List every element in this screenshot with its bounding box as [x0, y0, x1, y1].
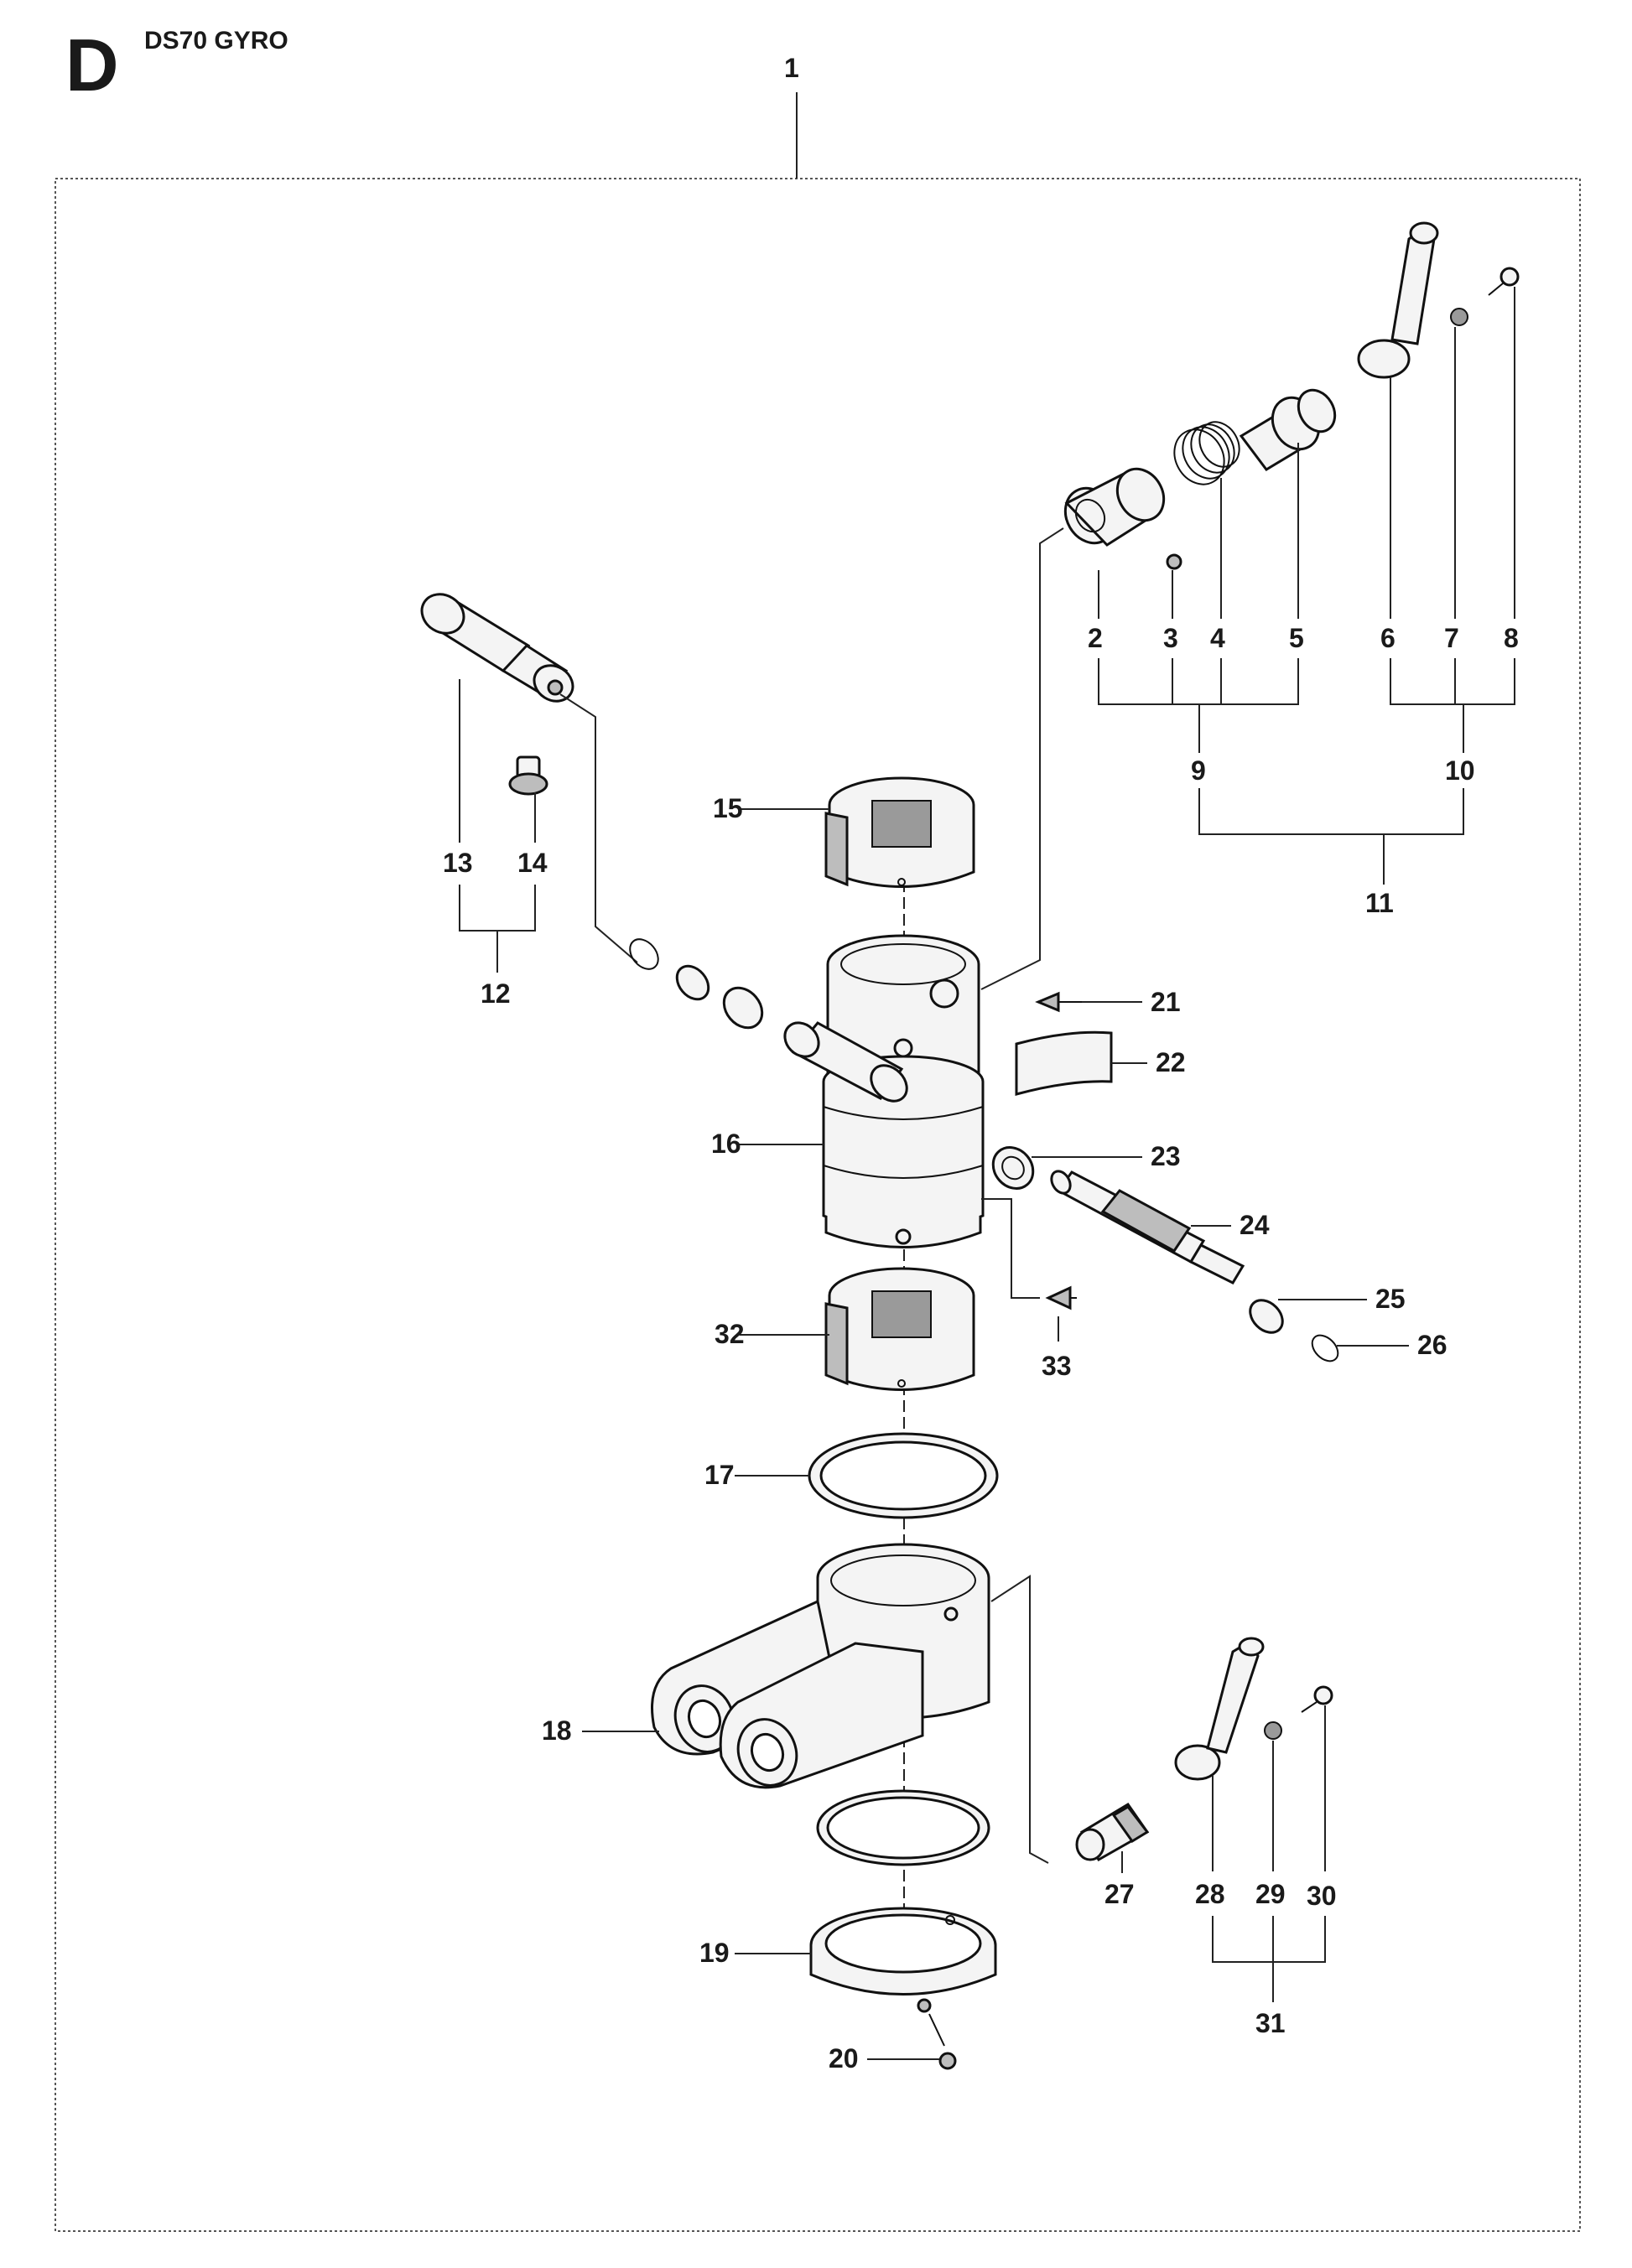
- callout-7: 7: [1444, 623, 1459, 653]
- callout-28: 28: [1195, 1879, 1225, 1909]
- callout-24: 24: [1240, 1210, 1270, 1240]
- callout-30: 30: [1307, 1881, 1337, 1911]
- callout-20: 20: [829, 2043, 859, 2073]
- callout-26: 26: [1417, 1330, 1447, 1360]
- callout-19: 19: [699, 1938, 730, 1968]
- callout-13: 13: [443, 848, 473, 878]
- part-19-collar: [809, 1907, 997, 2013]
- assembly-frame: [55, 178, 1581, 2232]
- part-30-bolt: [1301, 1685, 1333, 1713]
- part-14-plug: [508, 755, 548, 796]
- callout-14: 14: [517, 848, 548, 878]
- part-13-pin: [420, 593, 574, 703]
- callout-4: 4: [1210, 623, 1225, 653]
- callout-31: 31: [1255, 2008, 1286, 2038]
- part-4-spring: [1173, 421, 1240, 485]
- part-23-bushing: [991, 1146, 1035, 1190]
- callout-2: 2: [1088, 623, 1103, 653]
- callout-22: 22: [1156, 1047, 1186, 1077]
- callout-21: 21: [1151, 987, 1181, 1017]
- part-16-column-housing: [783, 934, 985, 1248]
- callout-1: 1: [784, 53, 799, 83]
- part-26-circlip: [1311, 1334, 1339, 1362]
- callout-6: 6: [1380, 623, 1396, 653]
- part-17-ring: [808, 1432, 999, 1519]
- part-3-screw: [1166, 553, 1182, 570]
- callout-8: 8: [1504, 623, 1519, 653]
- part-7-washer: [1450, 308, 1468, 326]
- part-29-washer: [1264, 1721, 1282, 1740]
- callout-25: 25: [1375, 1284, 1406, 1314]
- callout-29: 29: [1255, 1879, 1286, 1909]
- callout-9: 9: [1191, 755, 1206, 786]
- part-6-lever: [1357, 221, 1439, 379]
- part-15-upper-bushing: [824, 776, 975, 888]
- part-27-pin: [1075, 1802, 1150, 1862]
- part-24-pinion-shaft: [1050, 1170, 1245, 1285]
- callout-5: 5: [1289, 623, 1304, 653]
- callout-15: 15: [713, 793, 743, 823]
- section-letter: D: [65, 23, 119, 106]
- part-2-bushing: [1063, 467, 1166, 547]
- callout-27: 27: [1104, 1879, 1135, 1909]
- callout-17: 17: [704, 1460, 735, 1490]
- callout-33: 33: [1042, 1351, 1072, 1381]
- part-25-washer: [1249, 1299, 1284, 1334]
- callout-11: 11: [1365, 888, 1394, 918]
- diagram-title: DS70 GYRO: [144, 27, 288, 54]
- callout-3: 3: [1163, 623, 1178, 653]
- part-18-yoke: [651, 1543, 990, 1789]
- part-32-lower-bushing: [824, 1267, 975, 1391]
- callout-18: 18: [542, 1715, 572, 1746]
- pin-rings: [629, 938, 764, 1030]
- callout-32: 32: [715, 1319, 745, 1349]
- callout-23: 23: [1151, 1141, 1181, 1171]
- part-8-bolt: [1488, 267, 1520, 296]
- part-21-screw: [1035, 991, 1082, 1013]
- callout-16: 16: [711, 1129, 741, 1159]
- callout-12: 12: [481, 978, 511, 1009]
- part-33-screw: [1045, 1285, 1077, 1310]
- callout-10: 10: [1445, 755, 1475, 786]
- part-5-shaft: [1239, 388, 1337, 471]
- part-28-lever: [1174, 1637, 1265, 1781]
- part-22-label: [1015, 1030, 1113, 1096]
- lower-ring: [816, 1789, 990, 1866]
- part-20-screw: [928, 2013, 957, 2070]
